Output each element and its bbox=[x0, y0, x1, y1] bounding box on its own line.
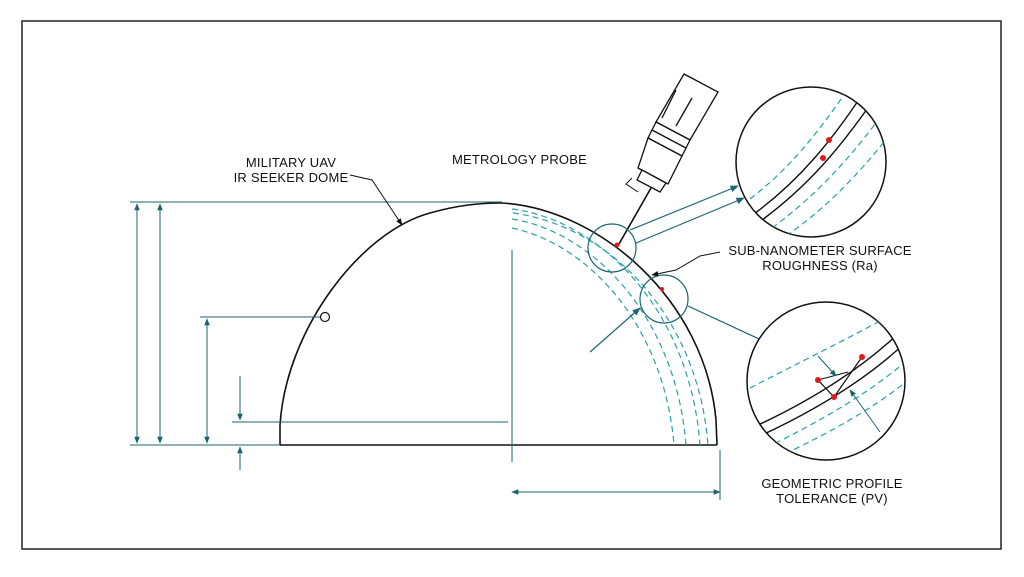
roughness-label: SUB-NANOMETER SURFACE ROUGHNESS (Ra) bbox=[720, 243, 920, 273]
probe-label: METROLOGY PROBE bbox=[452, 152, 587, 167]
contact-zone-lower bbox=[639, 274, 689, 324]
magnified-detail-icon bbox=[746, 301, 906, 461]
drawing-frame bbox=[21, 20, 1002, 550]
profile-label-line1: GEOMETRIC PROFILE bbox=[761, 476, 903, 491]
magnified-detail-icon bbox=[735, 86, 887, 238]
profile-label-line2: TOLERANCE (PV) bbox=[776, 491, 888, 506]
measure-point bbox=[614, 242, 620, 248]
roughness-label-line1: SUB-NANOMETER SURFACE bbox=[728, 243, 912, 258]
roughness-leader bbox=[651, 251, 721, 277]
dome-label: MILITARY UAV IR SEEKER DOME bbox=[226, 155, 356, 185]
metrology-probe-icon bbox=[618, 73, 719, 245]
dome-label-line1: MILITARY UAV bbox=[245, 155, 337, 170]
profile-label: GEOMETRIC PROFILE TOLERANCE (PV) bbox=[752, 476, 912, 506]
dome-leader bbox=[349, 174, 403, 226]
measure-point bbox=[660, 287, 664, 291]
probe-leader bbox=[625, 177, 639, 193]
dome-label-line2: IR SEEKER DOME bbox=[233, 170, 349, 185]
dimension-lines bbox=[130, 201, 721, 500]
detail-projection-arrows bbox=[589, 185, 773, 353]
contact-zone-upper bbox=[587, 223, 637, 273]
dome-outline bbox=[279, 202, 718, 446]
tolerance-band bbox=[511, 208, 709, 446]
roughness-label-line2: ROUGHNESS (Ra) bbox=[762, 258, 878, 273]
center-mark-icon bbox=[319, 311, 331, 323]
